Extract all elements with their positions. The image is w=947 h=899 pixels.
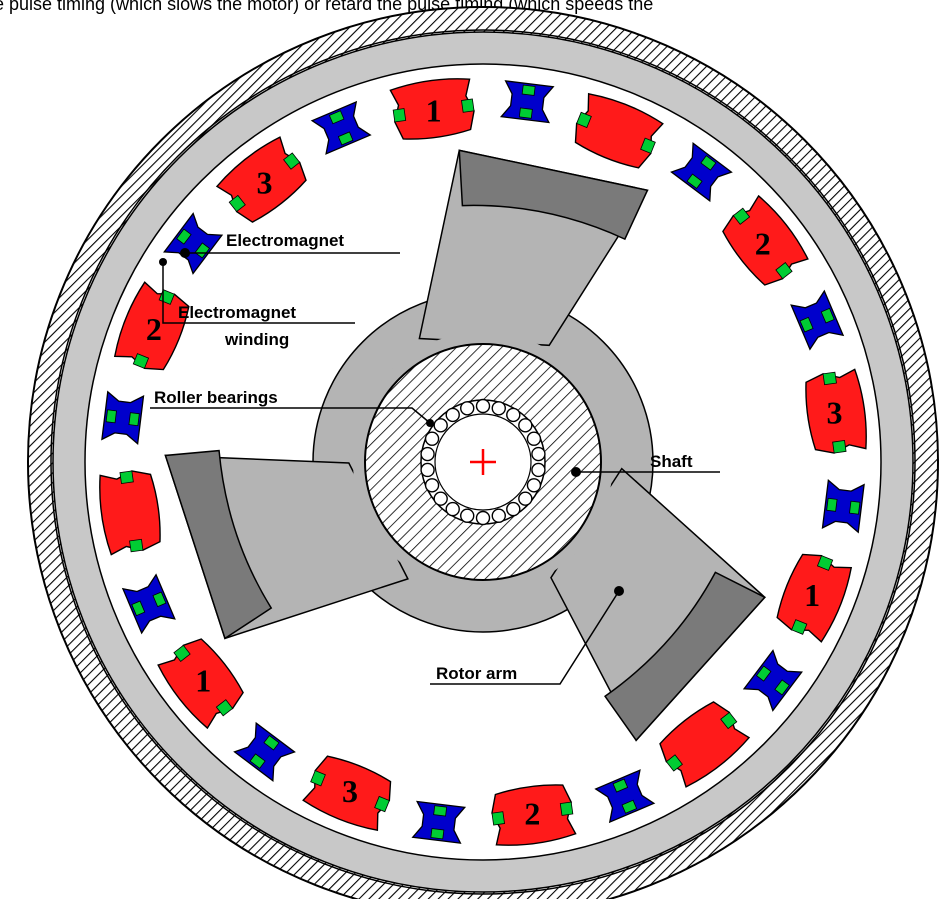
permanent-magnet xyxy=(742,649,803,712)
roller xyxy=(506,407,521,423)
roller xyxy=(433,418,448,433)
winding-block xyxy=(228,194,246,213)
roller xyxy=(518,491,533,506)
roller xyxy=(445,501,460,517)
permanent-magnet xyxy=(233,721,296,782)
stator-magnets: 1 2 3 1 2 3 1 2 3 xyxy=(99,78,867,846)
rotor-arm-label: Rotor arm xyxy=(436,664,517,683)
phase-number: 3 xyxy=(342,773,358,809)
winding-block xyxy=(720,711,738,730)
permanent-magnet xyxy=(499,80,555,124)
winding-block xyxy=(576,111,592,129)
rotor-arm-1 xyxy=(418,149,649,347)
winding-block xyxy=(129,538,144,553)
electromagnet-7: 2 xyxy=(491,784,577,846)
winding-block xyxy=(173,644,191,662)
roller xyxy=(491,401,506,416)
roller xyxy=(424,431,440,446)
roller xyxy=(475,398,491,414)
winding-label-line1: Electromagnet xyxy=(178,303,296,322)
rotor-arm-tip xyxy=(164,449,273,640)
permanent-magnet xyxy=(411,800,467,844)
winding-block xyxy=(732,207,751,225)
electromagnet-3: 2 xyxy=(722,194,809,286)
roller xyxy=(475,510,491,526)
roller xyxy=(420,462,435,478)
winding-block xyxy=(374,795,390,813)
winding-block xyxy=(559,801,574,816)
winding-block xyxy=(640,137,656,154)
electromagnet-8: 3 xyxy=(302,755,392,832)
leader-dots xyxy=(159,248,624,596)
roller xyxy=(526,478,542,493)
winding-label-line2: winding xyxy=(224,330,289,349)
permanent-magnet xyxy=(670,142,733,203)
roller xyxy=(506,501,521,517)
shaft-label: Shaft xyxy=(650,452,693,471)
winding-block xyxy=(132,353,150,369)
permanent-magnet xyxy=(821,478,865,534)
phase-number: 2 xyxy=(524,796,540,832)
permanent-magnet xyxy=(594,769,656,824)
winding-block xyxy=(791,619,808,635)
roller xyxy=(445,407,460,423)
permanent-magnet xyxy=(121,573,176,635)
roller xyxy=(433,491,448,506)
phase-number: 1 xyxy=(195,663,211,699)
winding-block xyxy=(119,470,134,484)
electromagnet-4: 3 xyxy=(805,368,867,454)
winding-block xyxy=(392,108,407,123)
phase-number: 2 xyxy=(146,311,162,347)
roller xyxy=(460,508,475,523)
roller xyxy=(491,508,506,523)
winding-block xyxy=(665,754,683,772)
permanent-magnet xyxy=(101,390,145,446)
phase-number: 1 xyxy=(426,92,442,128)
roller xyxy=(518,418,533,433)
roller xyxy=(531,446,546,462)
rotor-arm-3 xyxy=(164,449,409,640)
winding-block xyxy=(461,98,475,113)
electromagnet-label: Electromagnet xyxy=(226,231,344,250)
electromagnet-6 xyxy=(659,701,751,788)
shaft-center-mark xyxy=(470,449,496,475)
phase-number: 3 xyxy=(827,395,843,431)
roller-bearings-label: Roller bearings xyxy=(154,388,278,407)
roller-bearings xyxy=(420,398,546,526)
permanent-magnet xyxy=(790,289,845,351)
electromagnet-5: 1 xyxy=(776,553,853,643)
winding-block xyxy=(816,555,834,571)
electromagnet-9: 1 xyxy=(157,638,244,730)
electromagnet-12: 3 xyxy=(215,136,307,223)
roller xyxy=(420,446,435,462)
winding-block xyxy=(283,152,301,170)
winding-block xyxy=(822,371,837,386)
roller xyxy=(460,401,475,416)
winding-block xyxy=(775,262,793,280)
electromagnet-10 xyxy=(99,470,161,556)
winding-block xyxy=(832,440,847,454)
phase-number: 2 xyxy=(755,225,771,261)
phase-number: 1 xyxy=(804,577,820,613)
electromagnet-1: 1 xyxy=(389,78,475,140)
leader-lines xyxy=(150,252,720,685)
winding-block xyxy=(215,699,234,717)
rotor-arm-2 xyxy=(550,467,766,742)
phase-number: 3 xyxy=(256,164,272,200)
rotor-arm-tip xyxy=(458,149,649,241)
roller xyxy=(424,478,440,493)
electromagnet-2 xyxy=(574,92,664,169)
winding-block xyxy=(310,770,326,787)
roller xyxy=(526,431,542,446)
winding-block xyxy=(491,811,505,826)
permanent-magnet xyxy=(310,100,372,155)
roller xyxy=(531,462,546,478)
rotor-arm-tip xyxy=(604,571,766,742)
